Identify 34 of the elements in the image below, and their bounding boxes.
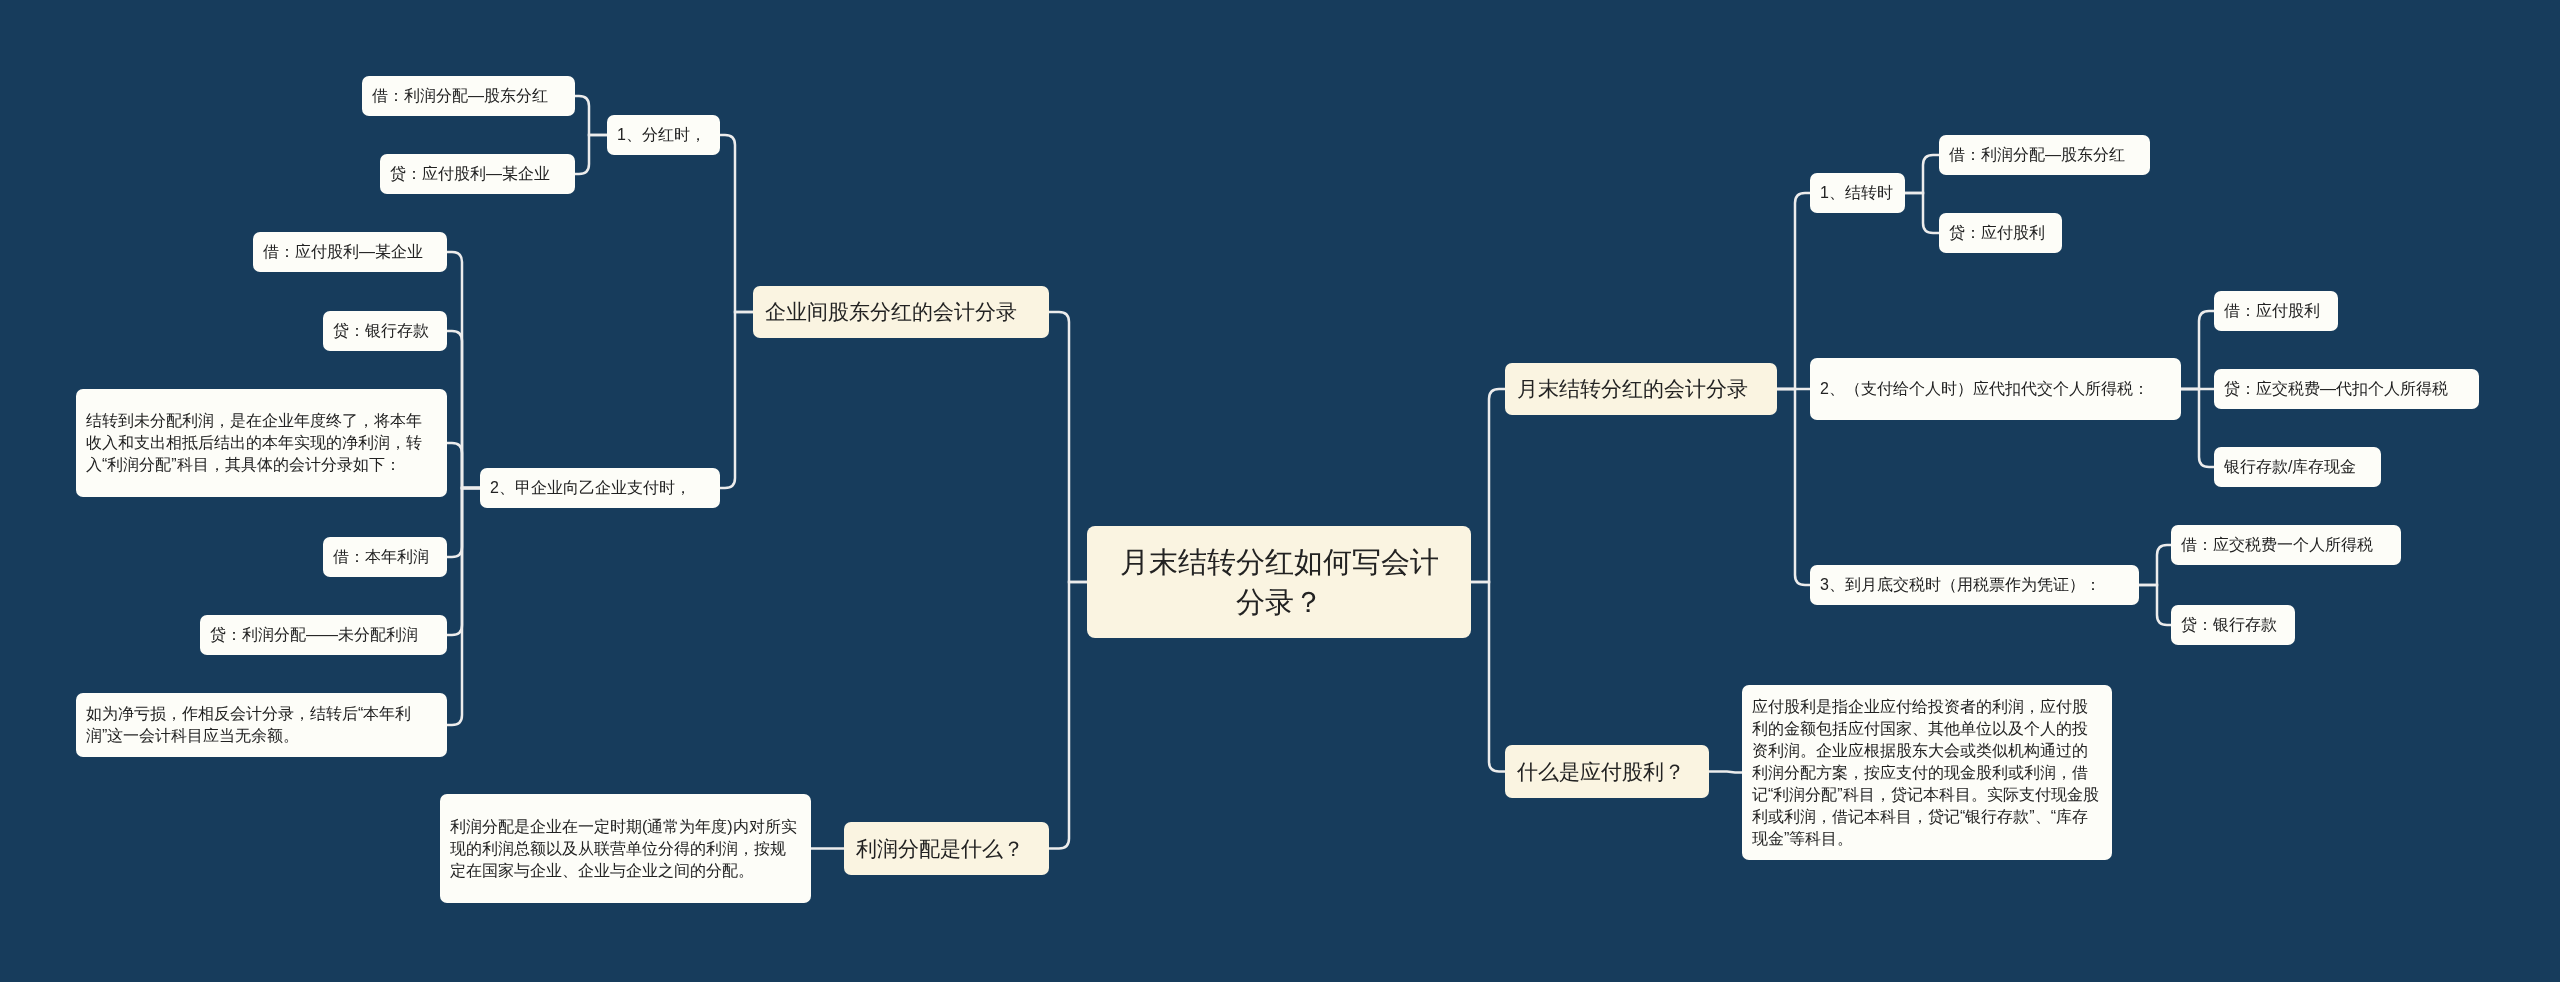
connector-line <box>1709 770 1742 774</box>
central-topic-box: 月末结转分红如何写会计分录？ <box>1087 526 1471 638</box>
connector-line <box>2139 583 2171 627</box>
entry-box: 贷：银行存款 <box>2171 605 2295 645</box>
subtopic-box: 3、到月底交税时（用税票作为凭证）： <box>1810 565 2139 605</box>
subtopic-box: 2、（支付给个人时）应代扣代交个人所得税： <box>1810 358 2181 420</box>
connector-line <box>575 133 607 176</box>
connector-line <box>1049 580 1087 850</box>
topic-box: 利润分配是什么？ <box>844 822 1049 875</box>
entry-box: 借：利润分配—股东分红 <box>1939 135 2150 175</box>
entry-box: 借：应付股利 <box>2214 291 2338 331</box>
note-box: 应付股利是指企业应付给投资者的利润，应付股利的金额包括应付国家、其他单位以及个人的投资利润。企业应根据股东大会或类似机构通过的利润分配方案，按应支付的现金股利或利润，借记“利润分配”科目，贷记本科目。实际支付现金股利或利润，借记本科目，贷记“银行存款”、“库存现金”等科目。 <box>1742 685 2112 860</box>
connector-line <box>1471 580 1505 773</box>
entry-box: 贷：应付股利 <box>1939 213 2062 253</box>
entry-box: 借：利润分配—股东分红 <box>362 76 575 116</box>
subtopic-box: 1、结转时 <box>1810 173 1905 213</box>
topic-box: 什么是应付股利？ <box>1505 745 1709 798</box>
entry-box: 借：应付股利—某企业 <box>253 232 447 272</box>
connector-line <box>1905 191 1939 235</box>
entry-box: 借：应交税费一个人所得税 <box>2171 525 2401 565</box>
entry-box: 贷：利润分配——未分配利润 <box>200 615 447 655</box>
topic-box: 企业间股东分红的会计分录 <box>753 286 1049 338</box>
note-box: 利润分配是企业在一定时期(通常为年度)内对所实现的利润总额以及从联营单位分得的利润，按规定在国家与企业、企业与企业之间的分配。 <box>440 794 811 903</box>
topic-box: 月末结转分红的会计分录 <box>1505 363 1777 415</box>
note-box: 结转到未分配利润，是在企业年度终了，将本年收入和支出相抵后结出的本年实现的净利润，转入“利润分配”科目，其具体的会计分录如下： <box>76 389 447 497</box>
entry-box: 贷：银行存款 <box>323 311 447 351</box>
entry-box: 借：本年利润 <box>323 537 447 577</box>
subtopic-box: 2、甲企业向乙企业支付时， <box>480 468 720 508</box>
connector-line <box>811 847 844 850</box>
entry-box: 贷：应交税费—代扣个人所得税 <box>2214 369 2479 409</box>
entry-box: 银行存款/库存现金 <box>2214 447 2381 487</box>
note-box: 如为净亏损，作相反会计分录，结转后“本年利润”这一会计科目应当无余额。 <box>76 693 447 757</box>
entry-box: 贷：应付股利—某企业 <box>380 154 575 194</box>
subtopic-box: 1、分红时， <box>607 115 720 155</box>
